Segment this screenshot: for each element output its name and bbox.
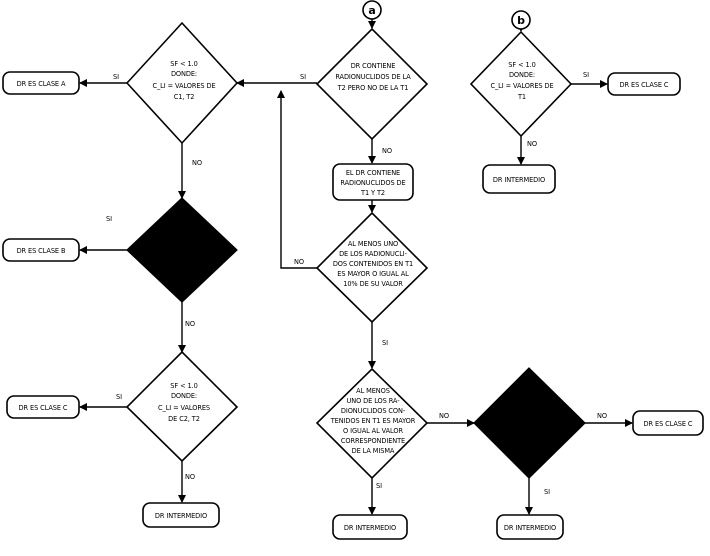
label-no-sf-t1: NO xyxy=(527,140,537,148)
box-clase-c-top: DR ES CLASE C xyxy=(607,72,681,96)
box-clase-c-left-label: DR ES CLASE C xyxy=(19,404,68,412)
box-clase-a: DR ES CLASE A xyxy=(2,71,80,95)
decision-sf-c2-t2: SF < 1.0 DONDE: C_LI = VALORES DE C2, T2 xyxy=(125,350,239,463)
decision-al-menos-valor-line-2: UNO DE LOS RA- xyxy=(347,397,401,405)
label-si-black-2: SI xyxy=(544,488,550,496)
decision-sf-c2-t2-line-1: SF < 1.0 xyxy=(170,382,197,390)
decision-sf-c1-t2-line-2: DONDE: xyxy=(171,70,197,78)
label-no-black-2: NO xyxy=(597,412,607,420)
box-clase-a-label: DR ES CLASE A xyxy=(17,80,66,88)
connector-a: a xyxy=(362,0,382,20)
decision-sf-c1-t2-line-4: C1, T2 xyxy=(174,93,195,101)
decision-sf-c2-t2-line-4: DE C2, T2 xyxy=(168,415,200,423)
decision-sf-c1-t2-line-1: SF < 1.0 xyxy=(170,60,197,68)
decision-al-menos-valor-line-7: DE LA MISMA xyxy=(352,447,395,455)
decision-sf-t1-line-1: SF < 1.0 xyxy=(508,61,535,69)
box-intermedio-mid-label: DR INTERMEDIO xyxy=(344,524,396,532)
box-clase-b: DR ES CLASE B xyxy=(2,238,80,262)
label-si-al-menos-10: SI xyxy=(382,339,388,347)
connector-b-label: b xyxy=(517,14,525,27)
label-no-al-menos-10: NO xyxy=(294,258,304,266)
decision-sf-c2-t2-line-2: DONDE: xyxy=(171,392,197,400)
decision-al-menos-valor: AL MENOS UNO DE LOS RA- DIONUCLIDOS CON-… xyxy=(315,367,429,480)
box-clase-c-right: DR ES CLASE C xyxy=(632,410,704,436)
box-contiene-t1-t2-line-1: EL DR CONTIENE xyxy=(346,169,400,177)
box-clase-b-label: DR ES CLASE B xyxy=(17,247,66,255)
label-si-sf-t1: SI xyxy=(583,71,589,79)
decision-al-menos-valor-line-3: DIONUCLIDOS CON- xyxy=(341,407,406,415)
decision-al-menos-valor-line-6: CORRESPONDIENTE xyxy=(341,437,405,445)
edge-labels: SI NO SI NO SI NO SI NO NO SI NO SI NO S… xyxy=(106,71,607,496)
label-no-sf-c2t2: NO xyxy=(185,320,195,328)
decision-contiene-t2: DR CONTIENE RADIONUCLIDOS DE LA T2 PERO … xyxy=(315,27,429,141)
label-si-clase-b: SI xyxy=(106,215,112,223)
decision-sf-c1-t2-line-3: C_LI = VALORES DE xyxy=(152,82,215,90)
box-clase-c-left: DR ES CLASE C xyxy=(6,395,80,419)
box-clase-c-top-label: DR ES CLASE C xyxy=(620,81,669,89)
decision-sf-t1-line-3: C_LI = VALORES DE xyxy=(490,82,553,90)
label-si-contiene: SI xyxy=(300,73,306,81)
decision-sf-c1-t2: SF < 1.0 DONDE: C_LI = VALORES DE C1, T2 xyxy=(125,21,239,145)
connector-a-label: a xyxy=(368,4,375,17)
decision-black-2 xyxy=(473,367,586,479)
box-intermedio-mid: DR INTERMEDIO xyxy=(332,514,408,540)
decision-contiene-t2-line-1: DR CONTIENE xyxy=(351,62,396,70)
decision-al-menos-10-line-1: AL MENOS UNO xyxy=(348,240,398,248)
label-si-al-menos-valor: SI xyxy=(376,482,382,490)
label-si-clase-a: SI xyxy=(113,73,119,81)
decision-al-menos-valor-line-5: O IGUAL AL VALOR xyxy=(343,427,403,435)
decision-al-menos-10: AL MENOS UNO DE LOS RADIONUCLI- DOS CONT… xyxy=(315,211,429,324)
box-intermedio-top-label: DR INTERMEDIO xyxy=(493,176,545,184)
box-clase-c-right-label: DR ES CLASE C xyxy=(644,420,693,428)
label-si-clase-c-left: SI xyxy=(116,393,122,401)
decision-contiene-t2-line-3: T2 PERO NO DE LA T1 xyxy=(337,84,409,92)
connector-b: b xyxy=(511,10,531,30)
decision-al-menos-valor-line-4: TENIDOS EN T1 ES MAYOR xyxy=(330,417,416,425)
decision-sf-t1-line-4: T1 xyxy=(517,93,526,101)
decision-black-1 xyxy=(126,197,238,303)
box-intermedio-left: DR INTERMEDIO xyxy=(142,502,220,528)
decision-sf-t1: SF < 1.0 DONDE: C_LI = VALORES DE T1 xyxy=(469,30,573,138)
box-intermedio-top: DR INTERMEDIO xyxy=(482,164,556,194)
label-no-contiene: NO xyxy=(382,147,392,155)
box-intermedio-left-label: DR INTERMEDIO xyxy=(155,512,207,520)
box-contiene-t1-t2-line-2: RADIONUCLIDOS DE xyxy=(340,179,405,187)
decision-al-menos-10-line-3: DOS CONTENIDOS EN T1 xyxy=(333,260,413,268)
label-no-intermedio-left: NO xyxy=(185,473,195,481)
decision-al-menos-10-line-5: 10% DE SU VALOR xyxy=(343,280,403,288)
box-contiene-t1-t2-line-3: T1 Y T2 xyxy=(360,189,385,197)
decision-sf-c2-t2-line-3: C_LI = VALORES xyxy=(158,404,210,412)
box-intermedio-right-label: DR INTERMEDIO xyxy=(504,524,556,532)
box-intermedio-right: DR INTERMEDIO xyxy=(496,514,564,540)
decision-contiene-t2-line-2: RADIONUCLIDOS DE LA xyxy=(335,73,411,81)
decision-sf-t1-line-2: DONDE: xyxy=(509,71,535,79)
decision-al-menos-10-line-4: ES MAYOR O IGUAL AL xyxy=(337,270,409,278)
decision-al-menos-10-line-2: DE LOS RADIONUCLI- xyxy=(339,250,408,258)
label-no-black-1: NO xyxy=(192,159,202,167)
edges xyxy=(79,19,633,515)
edge-al-menos-10-no-loop xyxy=(277,90,318,269)
decision-al-menos-valor-line-1: AL MENOS xyxy=(356,387,390,395)
box-contiene-t1-t2: EL DR CONTIENE RADIONUCLIDOS DE T1 Y T2 xyxy=(332,163,414,201)
label-no-al-menos-valor: NO xyxy=(439,412,449,420)
